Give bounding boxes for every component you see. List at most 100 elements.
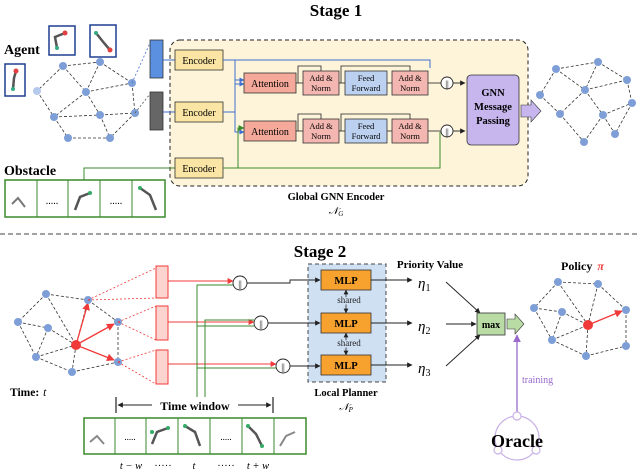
svg-text:Add &: Add & [309,121,333,131]
attention-block-1: Attention [243,72,297,94]
agent-to-feature-line-1 [131,42,151,84]
svg-text:.....: ..... [110,196,123,207]
svg-text:Add &: Add & [309,73,333,83]
encoder-agent: Encoder [174,49,224,71]
agent-feature-bar [149,39,164,79]
svg-text:t − w: t − w [120,461,142,472]
mlp-block-3: MLP [320,354,372,376]
time-label: Time:t [10,387,47,399]
oracle-icon [493,411,541,461]
concat-node-1: || [440,76,454,90]
obstacle-label: Obstacle [4,164,56,179]
local-planner-symbol: 𝒩P [339,402,354,414]
svg-text:.....: ..... [220,432,231,442]
current-graph [17,293,119,373]
encoder-graph: Encoder [174,101,224,123]
oracle-label: Oracle [491,431,543,451]
max-output-arrow [506,313,525,335]
svg-text:Norm: Norm [311,83,331,93]
svg-text:Add &: Add & [398,121,422,131]
encoder-obstacle: Encoder [174,157,224,179]
gnn-message-passing-block: GNN Message Passing [466,74,520,146]
agent-graph [36,61,136,139]
svg-text:Feed: Feed [358,121,375,131]
global-encoder-symbol: 𝒩G [329,206,344,218]
svg-text:Passing: Passing [476,116,511,127]
shared-label-1: shared [337,295,361,305]
svg-text:Attention: Attention [251,127,289,138]
agent-to-feature-line-2 [134,93,151,114]
svg-text:Encoder: Encoder [182,164,216,175]
obstacle-sequence: ..... ..... [4,179,166,218]
svg-text:Time window: Time window [160,399,230,413]
svg-text:·····: ····· [217,461,234,472]
svg-text:max: max [482,320,500,331]
add-norm-block-2b: Add & Norm [391,118,429,144]
time-window-sequence: ..... ..... [83,417,307,455]
neighbor-feature-bar-1 [155,265,169,299]
svg-text:||: || [281,362,285,372]
neighbor-feature-bar-3 [155,349,169,385]
add-norm-block-1a: Add & Norm [302,70,340,96]
svg-text:||: || [445,127,449,137]
stage2-title: Stage 2 [294,242,346,261]
mlp-block-2: MLP [320,312,372,334]
svg-text:||: || [445,79,449,89]
eta-1: η1 [418,276,430,294]
svg-text:Encoder: Encoder [182,108,216,119]
svg-text:Add &: Add & [398,73,422,83]
svg-text:Forward: Forward [352,131,382,141]
svg-text:.....: ..... [124,432,135,442]
output-graph-stage1 [539,61,633,143]
eta-2: η2 [418,319,430,337]
focus-agent-node [71,340,81,350]
agent-thumbnail-1 [48,25,76,56]
svg-text:MLP: MLP [334,276,358,287]
time-window-header: Time window [115,397,274,413]
stage2-concat-node-2: || [253,315,269,331]
local-planner-label: Local Planner [314,388,378,399]
agent-graph-nodes [33,58,139,142]
feed-forward-block-1: Feed Forward [344,70,388,96]
svg-text:Attention: Attention [251,79,289,90]
agent-thumbnail-2 [89,24,117,58]
svg-text:t: t [193,461,197,472]
svg-text:Forward: Forward [352,83,382,93]
svg-text:Feed: Feed [358,73,375,83]
svg-text:MLP: MLP [334,319,358,330]
eta-3: η3 [418,361,430,379]
agent-thumbnail-3 [4,63,26,97]
svg-text:t + w: t + w [247,461,269,472]
max-block: max [476,312,506,336]
stage2-concat-node-3: || [275,358,291,374]
svg-text:Message: Message [474,102,512,113]
add-norm-block-2a: Add & Norm [302,118,340,144]
svg-text:MLP: MLP [334,361,358,372]
svg-text:||: || [238,279,242,289]
svg-text:.....: ..... [46,196,59,207]
add-norm-block-1b: Add & Norm [391,70,429,96]
time-window-ticks: t − w ····· t ····· t + w [120,461,269,472]
feed-forward-block-2: Feed Forward [344,118,388,144]
svg-text:·····: ····· [154,461,171,472]
svg-text:Norm: Norm [400,83,420,93]
concat-node-2: || [440,124,454,138]
svg-text:Encoder: Encoder [182,56,216,67]
current-graph-nodes [14,290,122,376]
obstacle-to-encoder-line [83,167,175,180]
stage1-title: Stage 1 [310,1,362,20]
policy-graph [533,281,627,357]
svg-text:Norm: Norm [400,131,420,141]
svg-text:Norm: Norm [311,131,331,141]
svg-text:||: || [259,319,263,329]
shared-label-2: shared [337,338,361,348]
global-encoder-label: Global GNN Encoder [288,192,385,203]
mlp-block-1: MLP [320,269,372,291]
gnn-output-arrow [520,99,542,123]
policy-agent-node [583,320,593,330]
policy-graph-nodes [530,278,630,360]
attention-block-2: Attention [243,120,297,142]
graph-feature-bar [149,91,164,131]
